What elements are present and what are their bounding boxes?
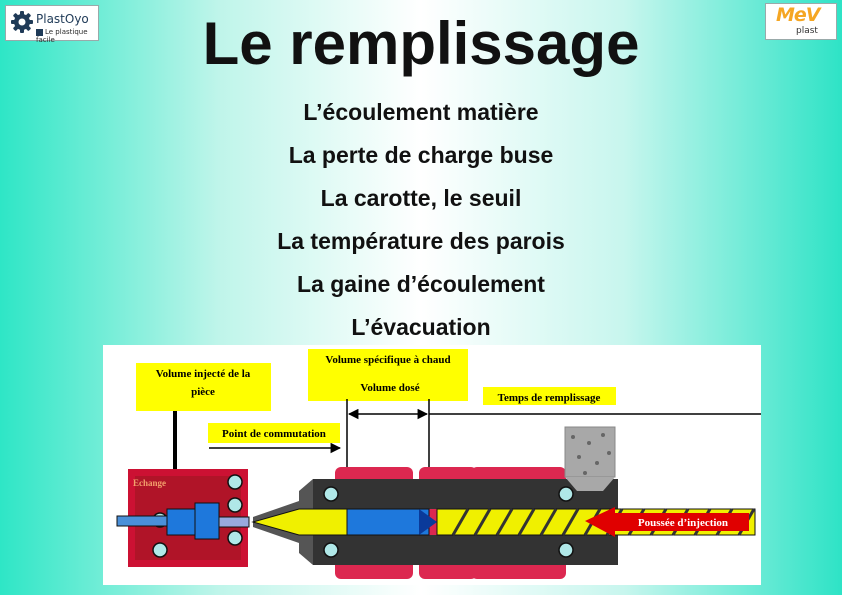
barrel-cooling (558, 486, 574, 502)
topic-item: L’écoulement matière (303, 99, 539, 125)
echange-label: Echange (133, 478, 166, 488)
plastoyo-tagline: Le plastique facile (36, 28, 98, 44)
cooling-channel (152, 542, 168, 558)
topic-item: La carotte, le seuil (320, 185, 522, 211)
injection-unit-diagram: Volume injecté de la pièce Volume spécif… (103, 345, 761, 585)
plastoyo-name: PlastOyo (36, 12, 89, 26)
temps-remplissage-box (483, 387, 616, 405)
volume-specifique-label: Volume spécifique à chaud (325, 354, 450, 366)
barrel-cooling (558, 542, 574, 558)
mev-mark: MeV (776, 4, 820, 26)
temps-remplissage-label: Temps de remplissage (498, 392, 601, 404)
ejector-rod (116, 515, 168, 527)
molded-part (194, 502, 220, 540)
volume-injecte-label: Volume injecté de la (156, 368, 251, 380)
poussee-injection-arrow (585, 507, 749, 537)
check-icon (36, 28, 43, 36)
granule-dots (571, 433, 611, 475)
poussee-injection-label: Poussée d’injection (638, 517, 728, 529)
volume-dose-label: Volume dosé (360, 382, 419, 394)
molded-part (166, 508, 198, 536)
barrel-cooling (323, 542, 339, 558)
sprue (218, 516, 250, 528)
volume-specifique-box (308, 349, 468, 401)
point-commutation-box (208, 423, 340, 443)
mev-plast-logo: MeV plast (765, 3, 837, 40)
check-ring (419, 509, 437, 535)
topic-item: La gaine d’écoulement (297, 271, 545, 297)
cooling-channel (227, 497, 243, 513)
point-commutation-label: Point de commutation (222, 428, 326, 440)
dosed-volume (346, 508, 430, 536)
volume-injecte-label: pièce (191, 386, 215, 398)
topic-list: L’écoulement matière La perte de charge … (0, 96, 842, 354)
cooling-channel (227, 474, 243, 490)
volume-injecte-box (136, 363, 271, 411)
tagline-text: Le plastique facile (36, 28, 88, 44)
page-title: Le remplissage (202, 10, 640, 77)
topic-item: La perte de charge buse (288, 142, 554, 168)
barrel-cooling (323, 486, 339, 502)
topic-item: La température des parois (277, 228, 565, 254)
topic-item: L’évacuation (351, 314, 491, 340)
hopper-throat (565, 477, 615, 491)
cooling-channel (227, 530, 243, 546)
plastoyo-logo: PlastOyo Le plastique facile (5, 5, 99, 44)
gear-icon (11, 11, 33, 33)
mev-sub: plast (796, 26, 818, 36)
